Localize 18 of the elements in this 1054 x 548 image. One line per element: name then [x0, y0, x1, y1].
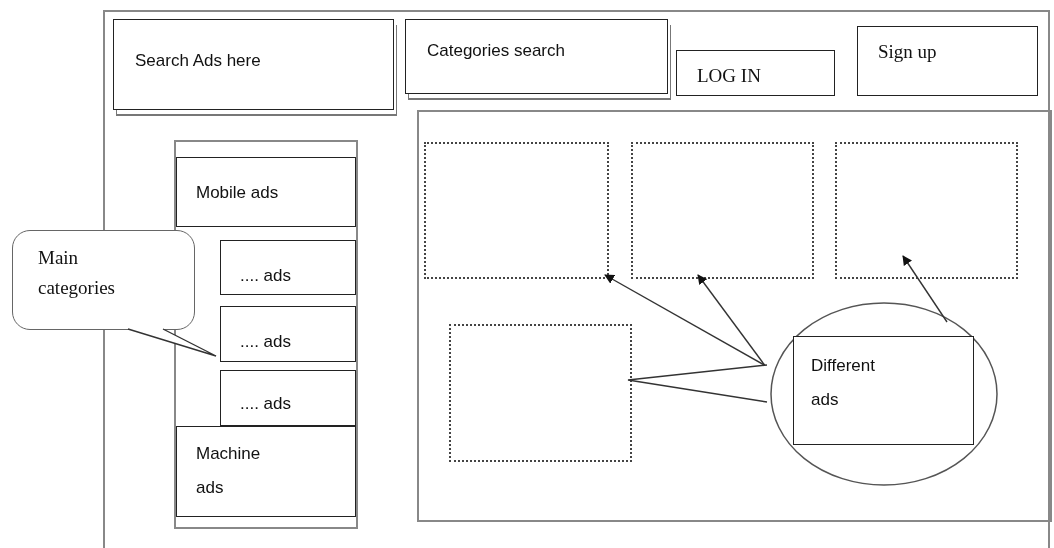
callout-pointer — [627, 364, 768, 403]
category-item: .... ads — [220, 370, 356, 426]
arrow — [697, 274, 767, 368]
category-item: .... ads — [220, 240, 356, 295]
login-button: LOG IN — [676, 50, 835, 96]
ad-placeholder — [835, 142, 1018, 279]
arrow — [902, 255, 948, 323]
ad-placeholder — [449, 324, 632, 462]
callout-bubble: Different ads — [793, 336, 974, 445]
ad-placeholder — [424, 142, 609, 279]
category-item: Machine ads — [176, 426, 356, 517]
category-item: .... ads — [220, 306, 356, 362]
ad-placeholder — [631, 142, 814, 279]
category-item: Mobile ads — [176, 157, 356, 227]
callout-pointer — [127, 328, 217, 357]
signup-button: Sign up — [857, 26, 1038, 96]
content-panel — [417, 110, 1052, 522]
sidebar-panel — [174, 140, 358, 529]
